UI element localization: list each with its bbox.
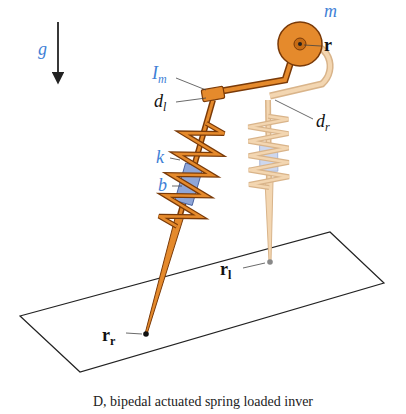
leg-lower (265, 181, 273, 262)
spring (248, 116, 289, 187)
leader-line (275, 100, 313, 119)
gravity-arrow (57, 22, 59, 82)
spring (159, 123, 224, 226)
leader-line (172, 186, 182, 187)
damping-label: b (158, 176, 167, 194)
leader-line (176, 78, 206, 90)
leg (143, 100, 224, 337)
position-label: r (324, 36, 332, 54)
leg (248, 100, 289, 265)
leader-line (126, 333, 142, 334)
hip-motor (201, 86, 225, 102)
foot-label: rl (220, 260, 231, 281)
leader-line (170, 158, 180, 160)
mass-center-dot (298, 42, 302, 46)
foot-label: rr (102, 326, 115, 347)
body-mass (278, 22, 322, 66)
ground-plane (20, 232, 384, 372)
figure-caption: D, bipedal actuated spring loaded inver (0, 394, 406, 410)
offset-label: dr (316, 112, 330, 133)
foot-point (143, 331, 149, 337)
offset-label: dl (154, 92, 166, 113)
stiffness-label: k (156, 148, 164, 166)
gravity-label: g (38, 40, 47, 58)
spring-fill (159, 123, 224, 226)
leg-lower (145, 216, 183, 334)
mass-label: m (324, 2, 337, 20)
hip-link (216, 58, 292, 92)
legs (143, 100, 289, 337)
spring-fill (248, 116, 289, 187)
leader-line (176, 98, 206, 102)
hip-link-fill (216, 58, 292, 92)
foot-point (267, 259, 273, 265)
inertia-label: Im (152, 64, 167, 85)
leader-line (304, 45, 321, 46)
mass-center (294, 38, 306, 50)
leader-line (243, 263, 265, 268)
